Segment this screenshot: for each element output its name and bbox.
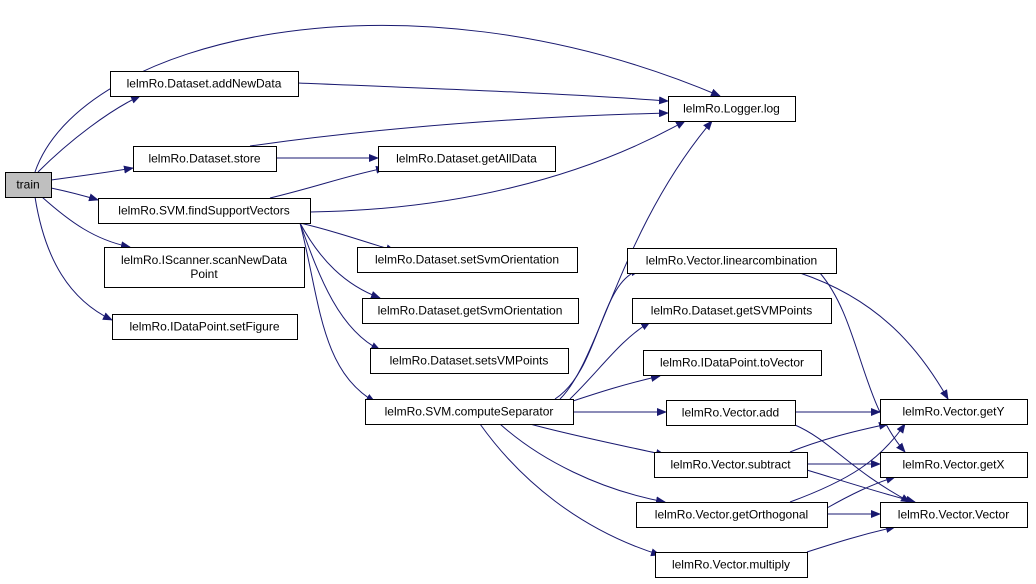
node-box xyxy=(112,314,298,340)
node-label: lelmRo.SVM.findSupportVectors xyxy=(118,204,289,218)
node-label: lelmRo.IDataPoint.toVector xyxy=(660,356,804,370)
node-label: lelmRo.Dataset.setSvmOrientation xyxy=(375,253,559,267)
node-setSvmOrientation[interactable]: lelmRo.Dataset.setSvmOrientation xyxy=(357,247,578,273)
node-getSVMPoints[interactable]: lelmRo.Dataset.getSVMPoints xyxy=(632,298,832,324)
node-box xyxy=(357,247,578,273)
node-getAllData[interactable]: lelmRo.Dataset.getAllData xyxy=(378,146,556,172)
node-box xyxy=(98,198,311,224)
edge-addNewData-to-log xyxy=(297,82,669,105)
edge-findSupportVectors-to-setsVMPoints xyxy=(299,222,381,351)
node-findSupportVectors[interactable]: lelmRo.SVM.findSupportVectors xyxy=(98,198,311,224)
node-getY[interactable]: lelmRo.Vector.getY xyxy=(880,399,1028,425)
node-label: lelmRo.Vector.Vector xyxy=(898,508,1009,522)
node-train[interactable]: train xyxy=(5,172,52,198)
node-box xyxy=(378,146,556,172)
edge-computeSeparator-to-multiply xyxy=(479,423,661,557)
node-box xyxy=(104,247,305,288)
edge-train-to-store xyxy=(50,165,134,181)
edge-findSupportVectors-to-log xyxy=(309,120,686,213)
edges-layer xyxy=(34,25,949,557)
node-label: lelmRo.Dataset.getSvmOrientation xyxy=(378,304,563,318)
edge-train-to-setFigure xyxy=(34,196,113,321)
edge-multiply-to-Vector xyxy=(806,525,896,553)
node-box xyxy=(880,399,1028,425)
node-label: Point xyxy=(190,267,218,281)
node-label: lelmRo.Dataset.store xyxy=(148,152,260,166)
node-label: lelmRo.Vector.linearcombination xyxy=(646,254,817,268)
edge-computeSeparator-to-subtract xyxy=(529,423,666,457)
node-label: train xyxy=(16,178,39,192)
node-box xyxy=(666,400,796,426)
node-label: lelmRo.Dataset.getSVMPoints xyxy=(651,304,812,318)
node-box xyxy=(654,452,808,478)
edge-store-to-log xyxy=(249,109,669,147)
node-box xyxy=(362,298,579,324)
edge-findSupportVectors-to-setSvmOrientation xyxy=(299,222,396,253)
edge-findSupportVectors-to-computeSeparator xyxy=(299,222,376,403)
node-label: lelmRo.Vector.getX xyxy=(902,458,1004,472)
edge-train-to-findSupportVectors xyxy=(50,187,99,202)
edge-add-to-Vector xyxy=(794,424,911,503)
node-label: lelmRo.Dataset.addNewData xyxy=(127,77,282,91)
node-label: lelmRo.SVM.computeSeparator xyxy=(385,405,554,419)
node-label: lelmRo.Vector.add xyxy=(682,406,779,420)
node-box xyxy=(655,552,808,578)
node-label: lelmRo.Logger.log xyxy=(683,102,780,116)
node-label: lelmRo.Vector.multiply xyxy=(672,558,790,572)
node-label: lelmRo.IDataPoint.setFigure xyxy=(129,320,279,334)
node-label: lelmRo.Vector.subtract xyxy=(670,458,791,472)
node-label: lelmRo.IScanner.scanNewData xyxy=(121,253,287,267)
edge-computeSeparator-to-linearcombination xyxy=(554,268,641,400)
edge-computeSeparator-to-getSVMPoints xyxy=(569,321,651,400)
node-box xyxy=(643,350,822,376)
node-subtract[interactable]: lelmRo.Vector.subtract xyxy=(654,452,808,478)
edge-findSupportVectors-to-getSvmOrientation xyxy=(299,222,381,299)
node-getSvmOrientation[interactable]: lelmRo.Dataset.getSvmOrientation xyxy=(362,298,579,324)
edge-subtract-to-Vector xyxy=(806,469,916,504)
edge-findSupportVectors-to-getAllData xyxy=(269,165,386,199)
edge-train-to-addNewData xyxy=(37,95,141,173)
node-store[interactable]: lelmRo.Dataset.store xyxy=(133,146,277,172)
node-computeSeparator[interactable]: lelmRo.SVM.computeSeparator xyxy=(365,399,574,425)
node-box xyxy=(627,248,837,274)
node-add[interactable]: lelmRo.Vector.add xyxy=(666,400,796,426)
node-label: lelmRo.Vector.getOrthogonal xyxy=(655,508,808,522)
edge-computeSeparator-to-toVector xyxy=(569,374,661,403)
node-Vector[interactable]: lelmRo.Vector.Vector xyxy=(880,502,1028,528)
node-box xyxy=(370,348,569,374)
edge-getOrthogonal-to-getX xyxy=(826,475,896,509)
node-setsVMPoints[interactable]: lelmRo.Dataset.setsVMPoints xyxy=(370,348,569,374)
node-box xyxy=(880,452,1028,478)
node-box xyxy=(880,502,1028,528)
node-label: lelmRo.Dataset.getAllData xyxy=(396,152,537,166)
node-getX[interactable]: lelmRo.Vector.getX xyxy=(880,452,1028,478)
edge-linearcombination-to-getY xyxy=(799,272,949,400)
edge-train-to-scanNewDataPoint xyxy=(41,196,131,250)
node-box xyxy=(365,399,574,425)
node-label: lelmRo.Dataset.setsVMPoints xyxy=(390,354,549,368)
edge-linearcombination-to-getX xyxy=(819,272,906,453)
edge-computeSeparator-to-getOrthogonal xyxy=(499,423,666,505)
edge-train-to-log xyxy=(34,25,721,173)
node-label: lelmRo.Vector.getY xyxy=(902,405,1004,419)
node-box xyxy=(632,298,832,324)
node-addNewData[interactable]: lelmRo.Dataset.addNewData xyxy=(110,71,299,97)
node-setFigure[interactable]: lelmRo.IDataPoint.setFigure xyxy=(112,314,298,340)
nodes-layer: train lelmRo.Dataset.addNewData lelmRo.Dat… xyxy=(5,71,1028,578)
node-box xyxy=(110,71,299,97)
node-box xyxy=(636,502,828,528)
node-box xyxy=(668,96,796,122)
node-multiply[interactable]: lelmRo.Vector.multiply xyxy=(655,552,808,578)
node-box xyxy=(133,146,277,172)
node-box xyxy=(5,172,52,198)
edge-subtract-to-getY xyxy=(789,421,889,453)
node-toVector[interactable]: lelmRo.IDataPoint.toVector xyxy=(643,350,822,376)
node-linearcombination[interactable]: lelmRo.Vector.linearcombination xyxy=(627,248,837,274)
edge-getOrthogonal-to-getY xyxy=(789,423,906,503)
node-getOrthogonal[interactable]: lelmRo.Vector.getOrthogonal xyxy=(636,502,828,528)
node-log[interactable]: lelmRo.Logger.log xyxy=(668,96,796,122)
